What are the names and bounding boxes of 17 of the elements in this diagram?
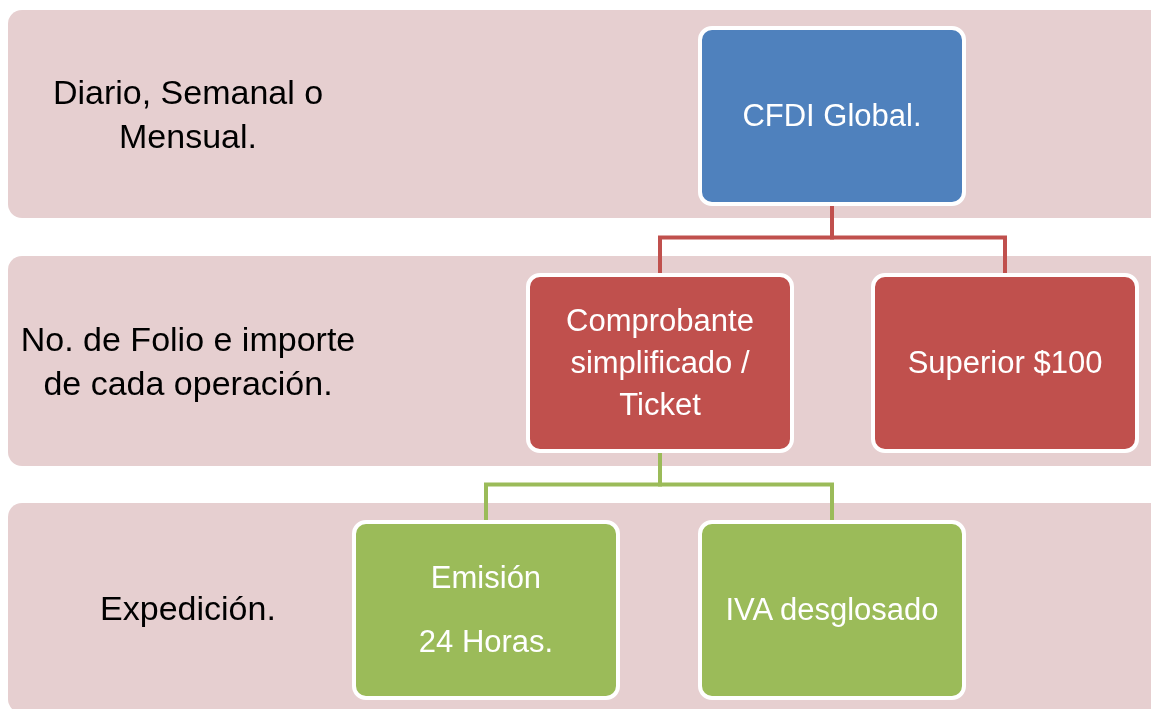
row-label: Expedición. <box>100 587 276 629</box>
process-box <box>352 520 620 700</box>
process-box <box>698 520 966 700</box>
box-label: CFDI Global. <box>742 97 922 136</box>
row-band <box>8 256 1151 466</box>
box-label: Superior $100 <box>907 344 1103 383</box>
process-box <box>871 273 1139 453</box>
process-box <box>698 26 966 206</box>
row-band <box>8 503 1151 709</box>
row-label: No. de Folio e importe de cada operación. <box>19 318 357 404</box>
row-label: Diario, Semanal o Mensual. <box>51 71 325 157</box>
process-box <box>526 273 794 453</box>
box-label: Comprobante simplificado / Ticket <box>565 302 755 424</box>
box-label: 24 Horas. <box>418 623 554 661</box>
box-label: Emisión <box>430 559 542 598</box>
row-band <box>8 10 1151 218</box>
box-label: IVA desglosado <box>725 591 939 630</box>
